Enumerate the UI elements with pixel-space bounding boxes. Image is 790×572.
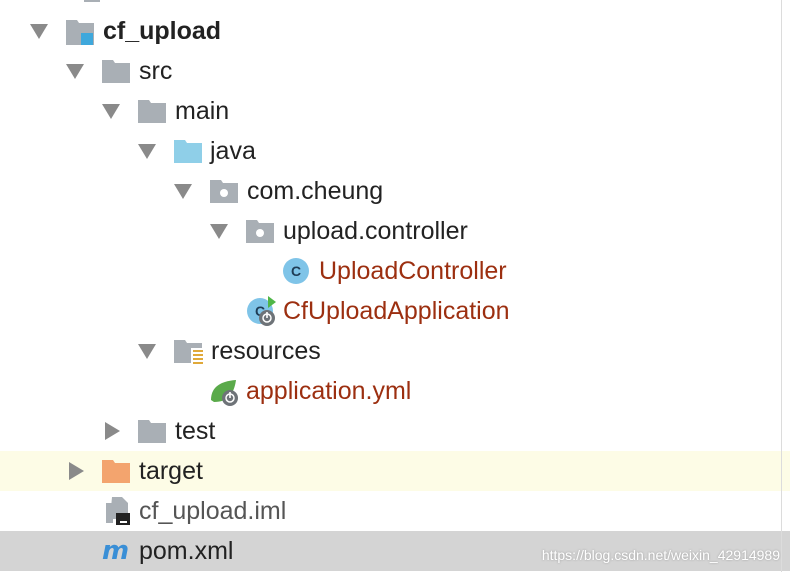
folder-icon [138, 98, 168, 129]
tree-label-pom-file: pom.xml [139, 537, 234, 565]
package-icon [246, 218, 276, 249]
resources-folder-icon [174, 338, 208, 371]
tree-row-package[interactable]: com.cheung [0, 171, 790, 211]
tree-row-cf-upload[interactable]: cf_upload [0, 11, 790, 51]
svg-text:m: m [102, 537, 129, 565]
expand-arrow-icon[interactable] [69, 462, 84, 480]
collapse-arrow-icon[interactable] [30, 24, 48, 39]
svg-text:C: C [291, 263, 301, 279]
folder-icon [138, 418, 168, 449]
excluded-folder-icon [102, 458, 132, 489]
collapse-arrow-icon[interactable] [66, 64, 84, 79]
maven-file-icon: m [102, 536, 134, 570]
class-icon: C [282, 257, 310, 290]
tree-label-app-class: CfUploadApplication [283, 297, 510, 325]
tree-row-subpackage[interactable]: upload.controller [0, 211, 790, 251]
tree-row-upload-controller[interactable]: C UploadController [0, 251, 790, 291]
tree-row-target[interactable]: target [0, 451, 790, 491]
collapse-arrow-icon[interactable] [138, 344, 156, 359]
tree-row-config-file[interactable]: application.yml [0, 371, 790, 411]
collapse-arrow-icon[interactable] [174, 184, 192, 199]
collapse-arrow-icon[interactable] [210, 224, 228, 239]
module-folder-icon [66, 18, 96, 51]
tree-row-iml-file[interactable]: cf_upload.iml [0, 491, 790, 531]
iml-file-icon [104, 495, 134, 532]
panel-divider [781, 0, 782, 572]
module-label-partial [104, 0, 244, 10]
package-icon [210, 178, 240, 209]
collapse-arrow-icon[interactable] [102, 104, 120, 119]
tree-label-config-file: application.yml [246, 377, 412, 405]
folder-icon [102, 58, 132, 89]
tree-label-target: target [139, 457, 203, 485]
tree-row-test[interactable]: test [0, 411, 790, 451]
svg-text:C: C [255, 303, 265, 319]
tree-label-subpackage: upload.controller [283, 217, 468, 245]
tree-label-iml-file: cf_upload.iml [139, 497, 287, 525]
spring-boot-class-icon: C [246, 295, 278, 332]
tree-row-pom-file[interactable]: m pom.xml https://blog.csdn.net/weixin_4… [0, 531, 790, 571]
tree-row-java[interactable]: java [0, 131, 790, 171]
tree-label-resources: resources [211, 337, 321, 365]
watermark-text: https://blog.csdn.net/weixin_42914989 [541, 547, 780, 563]
tree-row-main[interactable]: main [0, 91, 790, 131]
tree-label-test: test [175, 417, 216, 445]
tree-label-project: cf_upload [103, 17, 222, 45]
tree-label-main: main [175, 97, 230, 125]
tree-label-java: java [210, 137, 256, 165]
tree-label-package: com.cheung [247, 177, 384, 205]
tree-row-src[interactable]: src [0, 51, 790, 91]
collapse-arrow-icon[interactable] [138, 144, 156, 159]
source-folder-icon [174, 138, 204, 169]
tree-row-resources[interactable]: resources [0, 331, 790, 371]
expand-arrow-icon[interactable] [105, 422, 120, 440]
tree-label-controller-class: UploadController [319, 257, 507, 285]
module-folder-icon [84, 0, 104, 11]
tree-row-application-class[interactable]: C CfUploadApplication [0, 291, 790, 331]
spring-config-file-icon [208, 376, 240, 413]
tree-label-src: src [139, 57, 173, 85]
